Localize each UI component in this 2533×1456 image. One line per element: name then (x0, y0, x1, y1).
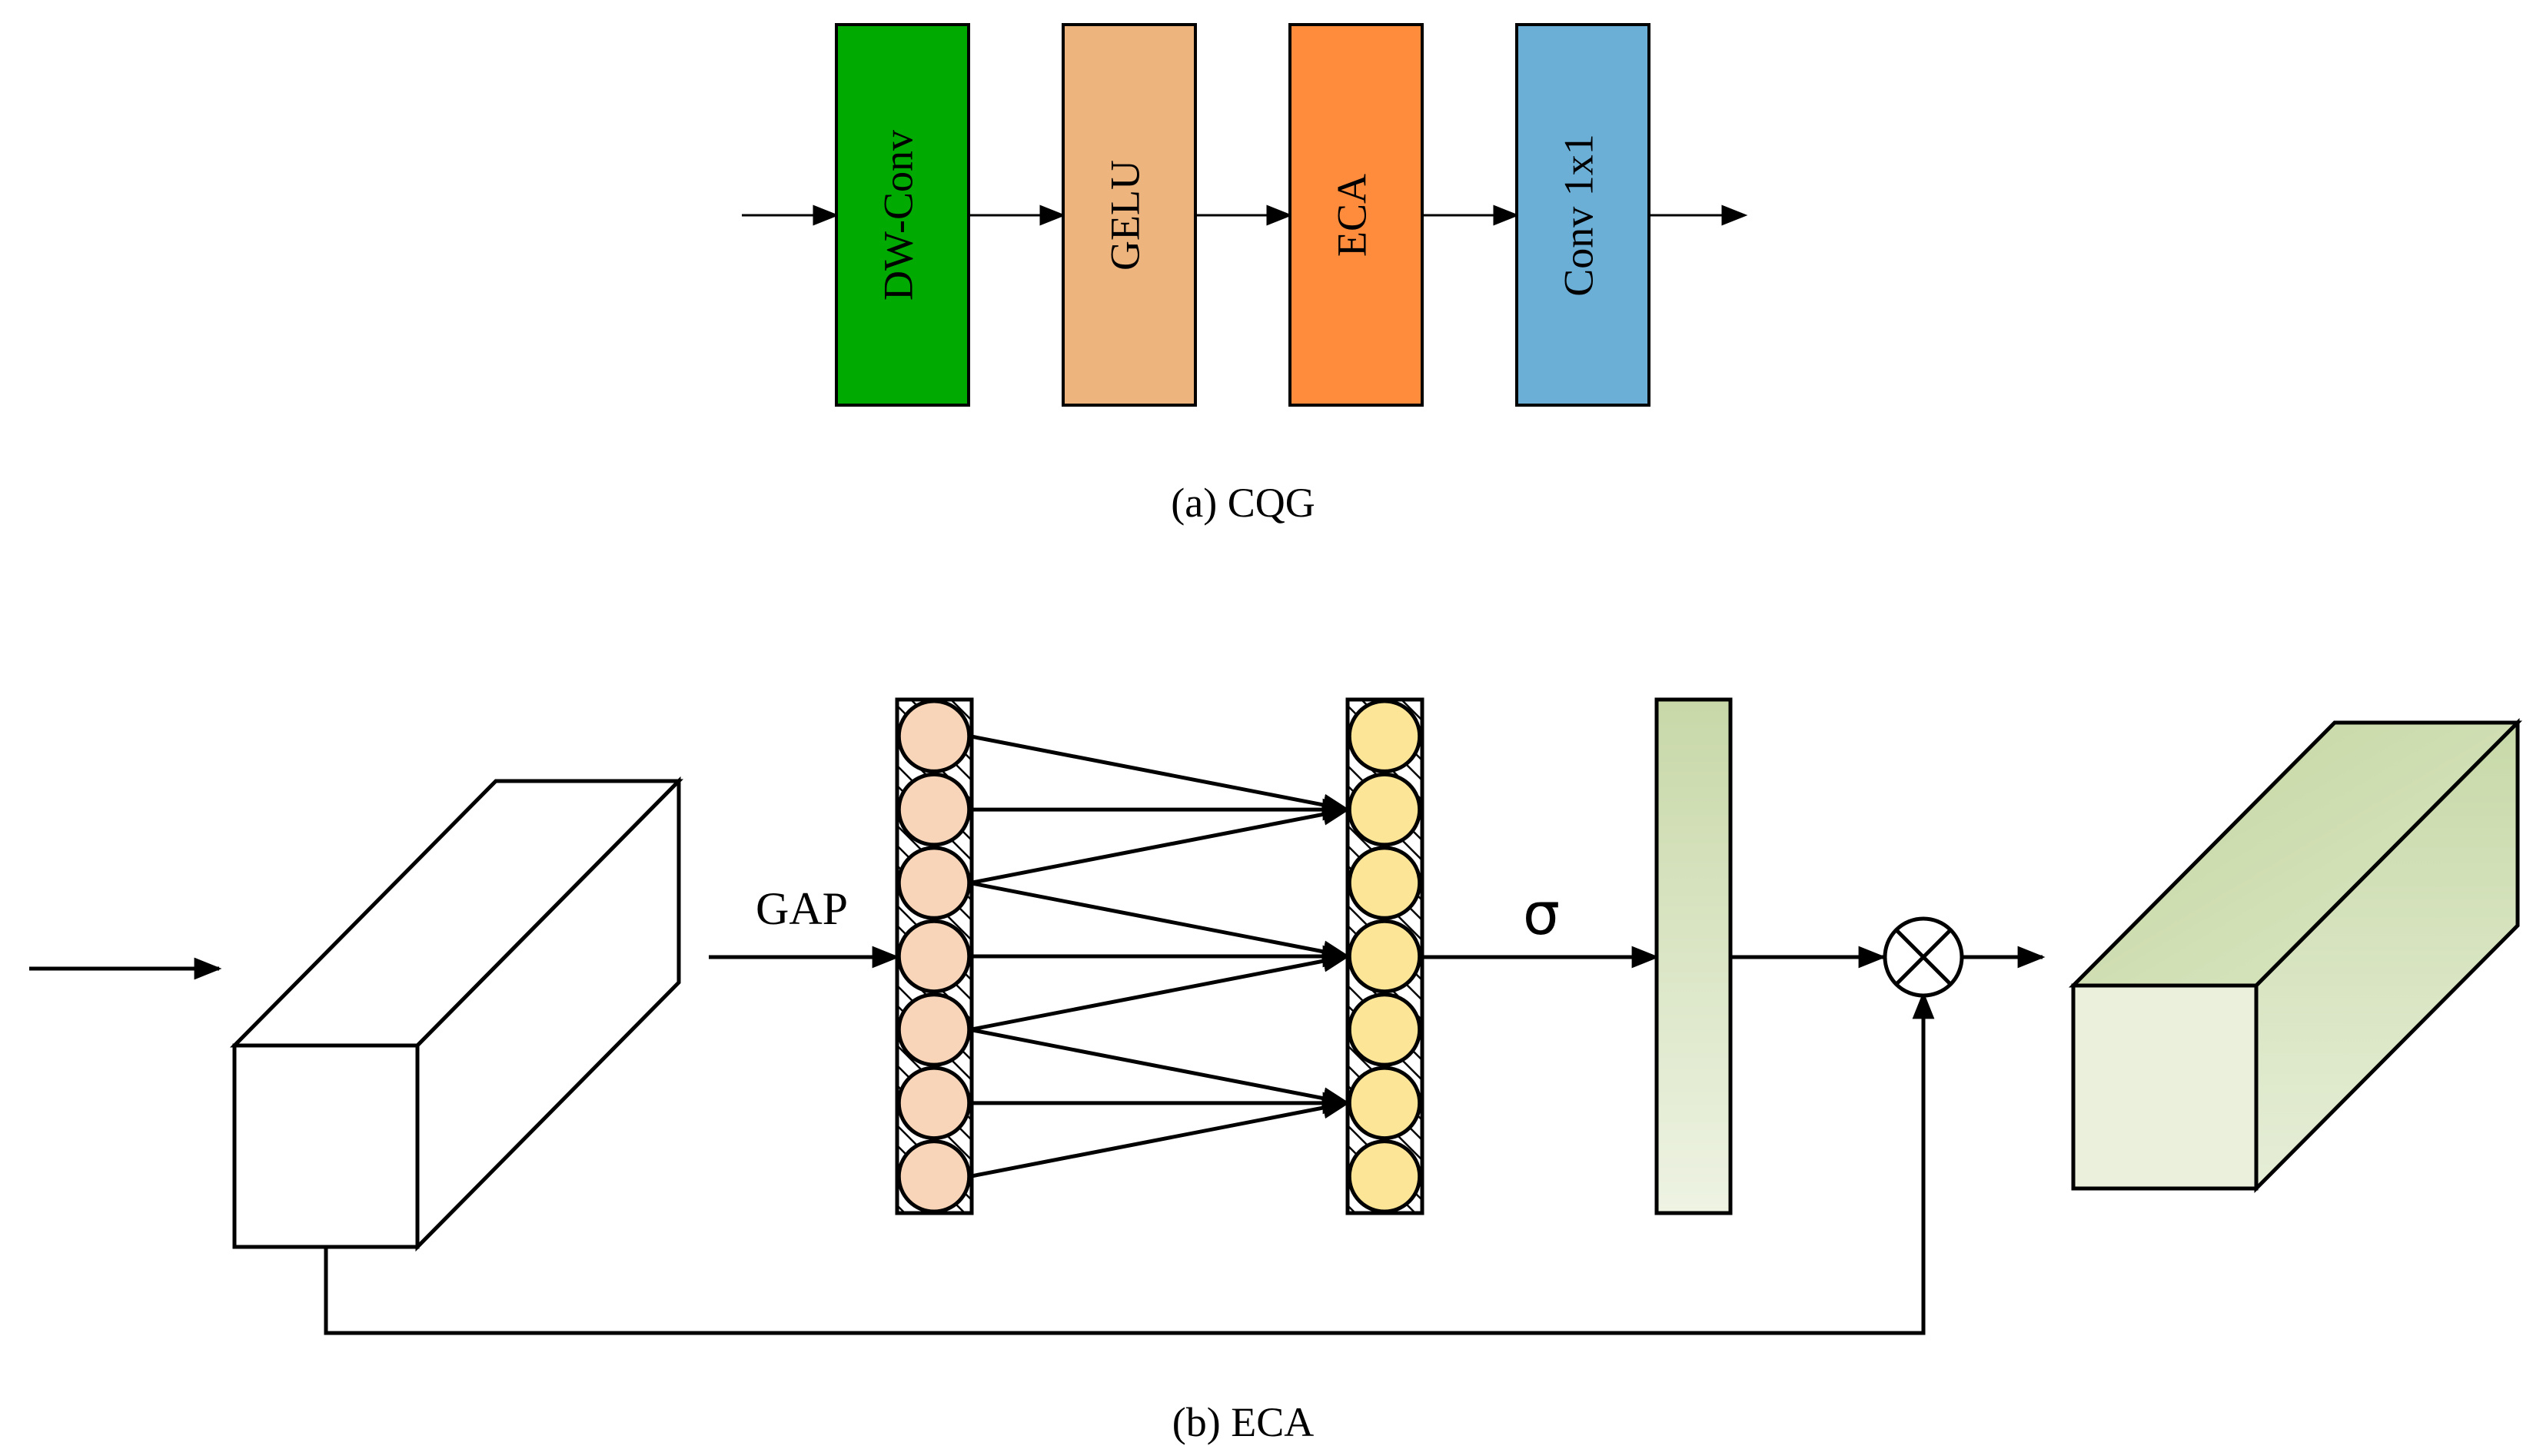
gap-channel-node (896, 1065, 972, 1141)
dw-conv-block: DW-Conv (835, 23, 970, 407)
cqg-diagram: DW-Conv GELU ECA Conv 1x1 (a) CQG (742, 23, 1748, 526)
multiply-operator (1883, 916, 1964, 998)
eca-1d-conv-connections (969, 734, 1351, 1178)
conv-kernel-connection (969, 1027, 1351, 1109)
gap-channel-node (896, 772, 972, 847)
conv-kernel-connection (969, 734, 1351, 816)
cqg-caption: (a) CQG (1171, 480, 1315, 526)
conv1x1-label: Conv 1x1 (1555, 134, 1601, 297)
gap-channel-node (896, 1139, 972, 1214)
gap-channel-vector (895, 697, 974, 1215)
gap-channel-node (896, 919, 972, 994)
gap-channel-node (896, 992, 972, 1067)
conv-output-node (1347, 846, 1422, 920)
gap-channel-node (896, 699, 972, 773)
conv-output-vector (1345, 697, 1424, 1215)
eca-caption: (b) ECA (1172, 1399, 1314, 1445)
conv-output-node (1347, 772, 1422, 847)
gelu-block: GELU (1062, 23, 1197, 407)
conv1x1-block: Conv 1x1 (1515, 23, 1650, 407)
conv-kernel-connection (969, 803, 1351, 886)
conv-output-node (1347, 1065, 1422, 1141)
conv-output-node (1347, 699, 1422, 773)
conv-kernel-connection (969, 950, 1351, 1032)
conv-kernel-connection (969, 1096, 1351, 1178)
skip-connection-line (324, 991, 1935, 1335)
gap-channel-node (896, 846, 972, 920)
output-feature-cube (2068, 717, 2523, 1194)
gelu-label: GELU (1102, 160, 1148, 271)
dw-conv-label: DW-Conv (875, 130, 921, 301)
eca-diagram: GAP σ (29, 697, 2523, 1445)
channel-weight-bar (1654, 697, 1733, 1215)
conv-kernel-connection (969, 881, 1351, 962)
eca-label: ECA (1328, 174, 1375, 257)
conv-output-node (1347, 1139, 1422, 1214)
conv-output-node (1347, 992, 1422, 1067)
sigma-label: σ (1523, 879, 1560, 948)
gap-label: GAP (756, 883, 848, 934)
input-feature-cube (230, 776, 683, 1252)
eca-block: ECA (1288, 23, 1424, 407)
conv-output-node (1347, 919, 1422, 994)
